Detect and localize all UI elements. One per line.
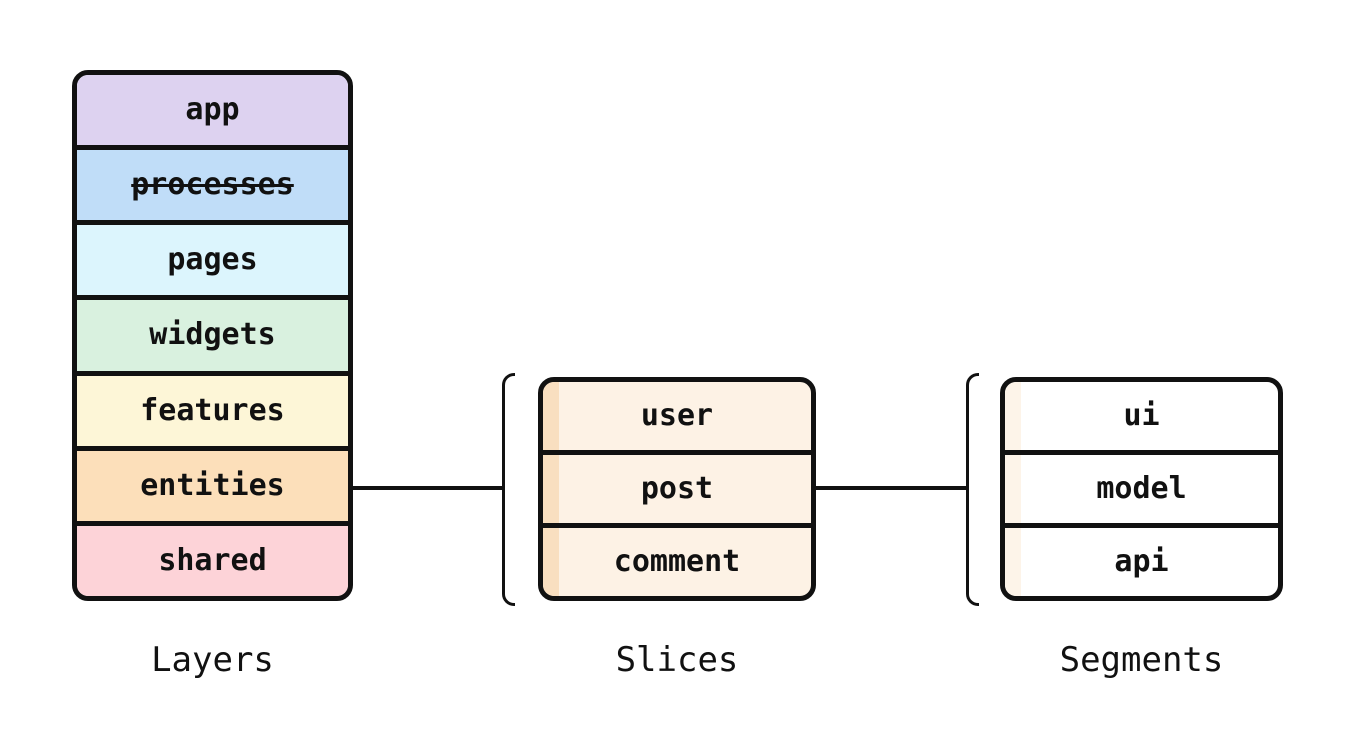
segments-left-strip [1005, 382, 1021, 596]
slices-bracket-icon [502, 373, 515, 606]
layer-row-features: features [77, 370, 348, 446]
slice-row-user-label: user [640, 398, 714, 433]
layers-box: app processes pages widgets features ent… [72, 70, 353, 601]
segment-row-model: model [1005, 450, 1278, 523]
slice-row-user: user [543, 382, 811, 450]
slice-row-comment-label: comment [613, 544, 741, 579]
segment-row-ui-label: ui [1123, 398, 1160, 433]
layer-row-widgets: widgets [77, 295, 348, 371]
layer-row-entities-label: entities [140, 467, 285, 503]
layer-row-shared-label: shared [158, 542, 267, 578]
segment-row-ui: ui [1005, 382, 1278, 450]
layer-row-app: app [77, 75, 348, 146]
layer-row-app-label: app [185, 92, 240, 128]
slice-row-post: post [543, 450, 811, 523]
segment-row-model-label: model [1096, 471, 1187, 506]
slice-row-post-label: post [640, 471, 714, 506]
layers-caption: Layers [151, 640, 274, 680]
segment-row-api: api [1005, 523, 1278, 596]
segments-bracket-icon [966, 373, 979, 606]
layer-row-processes: processes [77, 145, 348, 221]
layer-row-processes-label: processes [131, 167, 294, 203]
layer-row-pages: pages [77, 220, 348, 296]
segments-caption: Segments [1059, 640, 1224, 680]
segments-box: ui model api [1000, 377, 1283, 601]
layer-row-entities: entities [77, 445, 348, 521]
layer-row-features-label: features [140, 392, 285, 428]
slices-left-strip [543, 382, 559, 596]
layer-row-pages-label: pages [167, 242, 258, 278]
connector-line-slices-segments [813, 486, 968, 490]
layer-row-widgets-label: widgets [149, 317, 276, 353]
layer-row-shared: shared [77, 520, 348, 596]
segment-row-api-label: api [1114, 544, 1169, 579]
slices-caption: Slices [615, 640, 739, 680]
connector-line-entities-slices [350, 486, 504, 490]
slices-box: user post comment [538, 377, 816, 601]
slice-row-comment: comment [543, 523, 811, 596]
